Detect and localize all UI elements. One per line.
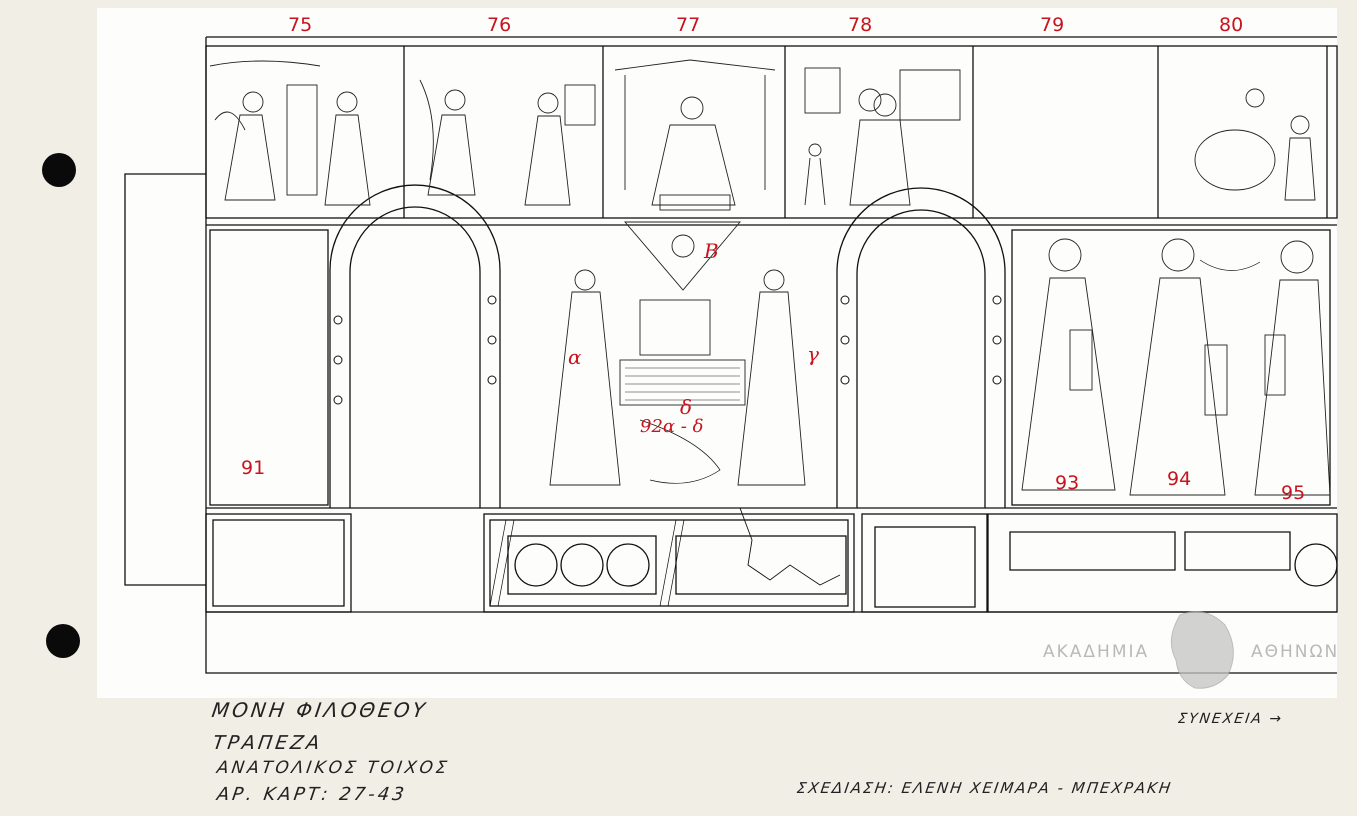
frieze-scenes — [209, 59, 1316, 211]
watermark-left: ΑΚΑΔΗΜΙΑ — [1043, 642, 1150, 662]
scene-label-b: Β — [704, 239, 719, 263]
scene-label-d: δ — [680, 395, 693, 419]
caption-monastery: ΜΟΝΗ ΦΙΛΟΘΕΟΥ — [210, 698, 430, 722]
panel-number-95: 95 — [1281, 482, 1306, 504]
panel-number-93: 93 — [1055, 472, 1080, 494]
panel-number-77: 77 — [676, 14, 701, 36]
left-arch — [329, 184, 501, 508]
inscription-panel — [619, 359, 746, 406]
punch-hole-bottom — [46, 624, 80, 658]
upper-frieze — [205, 45, 1338, 219]
caption-room: ΤΡΑΠΕΖΑ — [211, 732, 324, 754]
scene-label-g: γ — [807, 342, 819, 366]
founders-scene — [549, 221, 806, 486]
caption-card-number: ΑΡ. ΚΑΡΤ: 27-43 — [215, 784, 409, 805]
panel-number-75: 75 — [288, 14, 313, 36]
saints-scene — [1021, 238, 1331, 496]
caption-drawing-by: ΣΧΕΔΙΑΣΗ: ΕΛΕΝΗ ΧΕΙΜΑΡΑ - ΜΠΕΧΡΑΚΗ — [795, 779, 1174, 797]
panel-number-94: 94 — [1167, 468, 1192, 490]
drawing-sheet — [97, 8, 1337, 698]
panel-number-78: 78 — [848, 14, 873, 36]
punch-hole-top — [42, 153, 76, 187]
athena-head-logo — [1170, 611, 1234, 689]
scene-label-a: α — [568, 345, 582, 369]
right-arch — [836, 187, 1006, 508]
watermark-right: ΑΘΗΝΩΝ — [1251, 642, 1340, 662]
panel-number-76: 76 — [487, 14, 512, 36]
panel-number-79: 79 — [1040, 14, 1065, 36]
left-wall-bracket — [124, 173, 206, 586]
panel-number-91: 91 — [241, 457, 266, 479]
caption-continued: ΣΥΝΕΧΕΙΑ → — [1176, 711, 1285, 727]
scene-reference: 92α - δ — [640, 416, 704, 437]
panel-number-80: 80 — [1219, 14, 1244, 36]
caption-wall: ΑΝΑΤΟΛΙΚΟΣ ΤΟΙΧΟΣ — [215, 758, 452, 778]
